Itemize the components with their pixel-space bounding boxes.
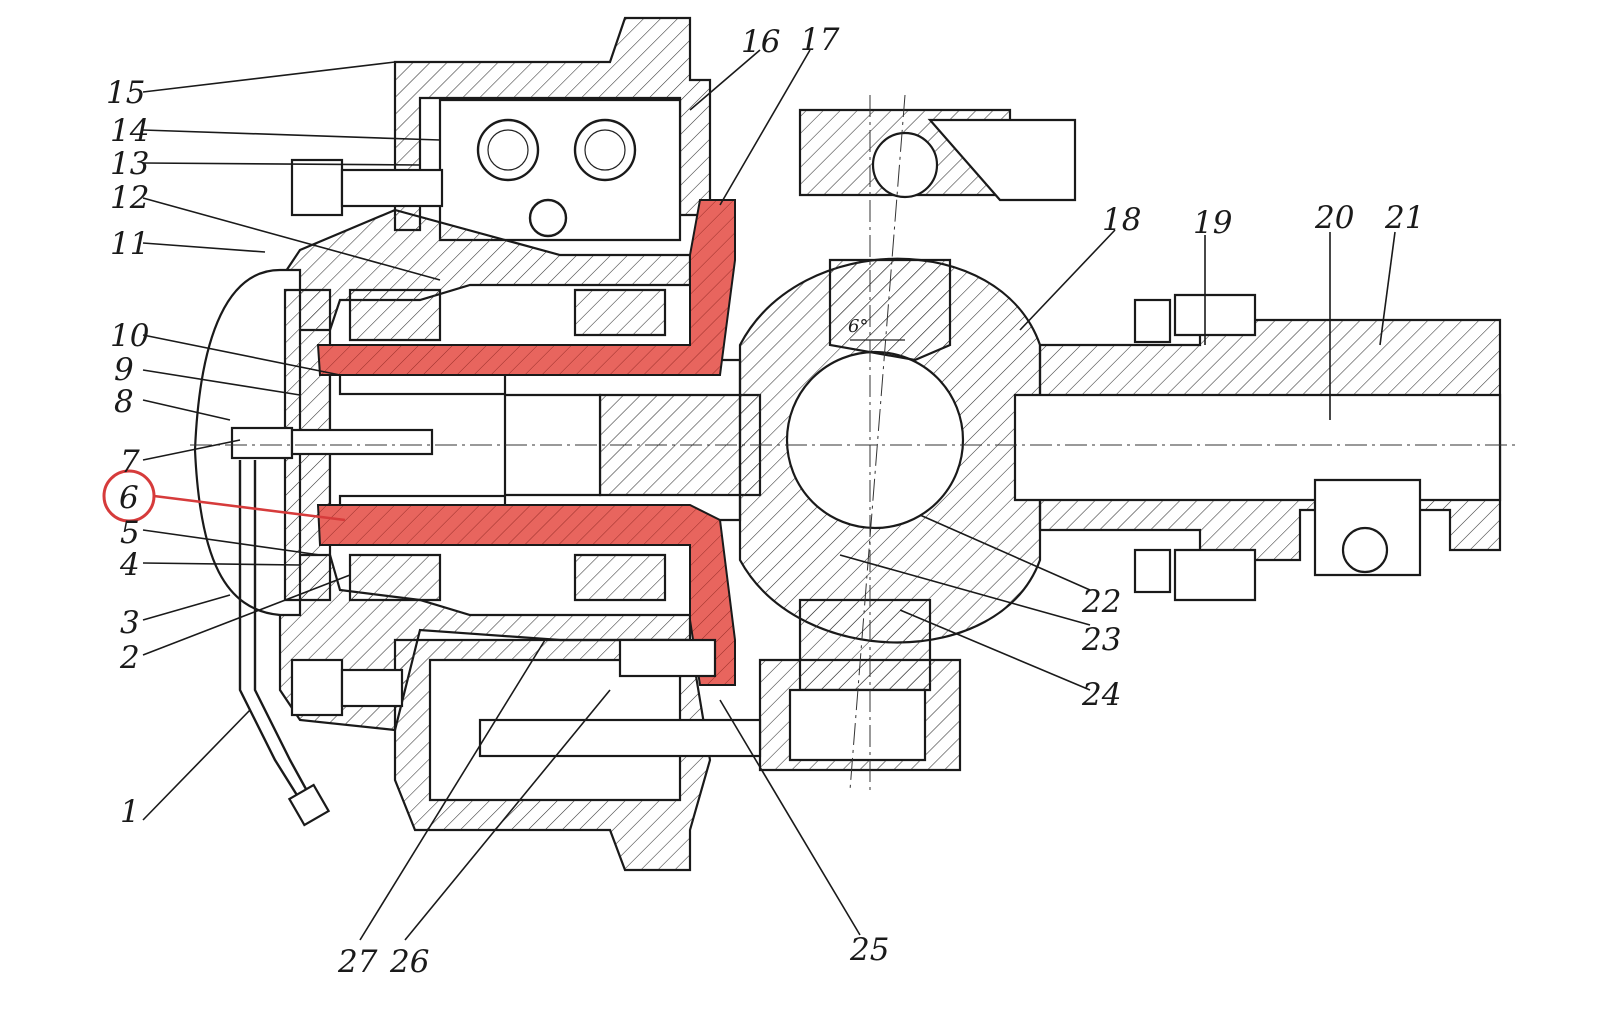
axle-tube xyxy=(1013,293,1502,602)
highlighted-part-stub-axle xyxy=(316,199,736,686)
callout-6: 6 xyxy=(119,480,139,516)
callout-18: 18 xyxy=(1102,202,1141,238)
callout-13: 13 xyxy=(110,146,149,182)
callout-22: 22 xyxy=(1081,584,1121,620)
callout-4: 4 xyxy=(119,547,140,583)
callout-1: 1 xyxy=(120,794,140,830)
bolts xyxy=(230,158,762,827)
callout-15: 15 xyxy=(106,75,145,111)
callout-2: 2 xyxy=(119,640,140,676)
callout-23: 23 xyxy=(1081,622,1121,658)
callout-8: 8 xyxy=(114,384,134,420)
callout-27: 27 xyxy=(337,944,378,980)
callout-24: 24 xyxy=(1081,677,1121,713)
callout-7: 7 xyxy=(120,444,140,480)
callout-16: 16 xyxy=(741,24,780,60)
universal-joint xyxy=(738,108,1077,772)
callout-26: 26 xyxy=(389,944,429,980)
callout-highlight-leader xyxy=(153,494,346,522)
callout-12: 12 xyxy=(110,180,149,216)
angle-label: 6° xyxy=(848,316,868,337)
leader-lines xyxy=(142,49,1396,941)
callout-9: 9 xyxy=(114,352,134,388)
callout-5: 5 xyxy=(120,515,140,551)
callout-3: 3 xyxy=(120,605,140,641)
callout-19: 19 xyxy=(1193,205,1232,241)
callout-21: 21 xyxy=(1384,200,1424,236)
callout-20: 20 xyxy=(1314,200,1354,236)
callout-25: 25 xyxy=(849,932,889,968)
callout-10: 10 xyxy=(110,318,149,354)
callout-14: 14 xyxy=(110,113,149,149)
kingpin-centerline xyxy=(849,94,906,791)
callout-11: 11 xyxy=(110,226,149,262)
callout-labels: 1 2 3 4 5 6 7 8 9 10 11 12 13 14 15 16 1… xyxy=(106,22,1424,980)
callout-17: 17 xyxy=(800,22,840,58)
